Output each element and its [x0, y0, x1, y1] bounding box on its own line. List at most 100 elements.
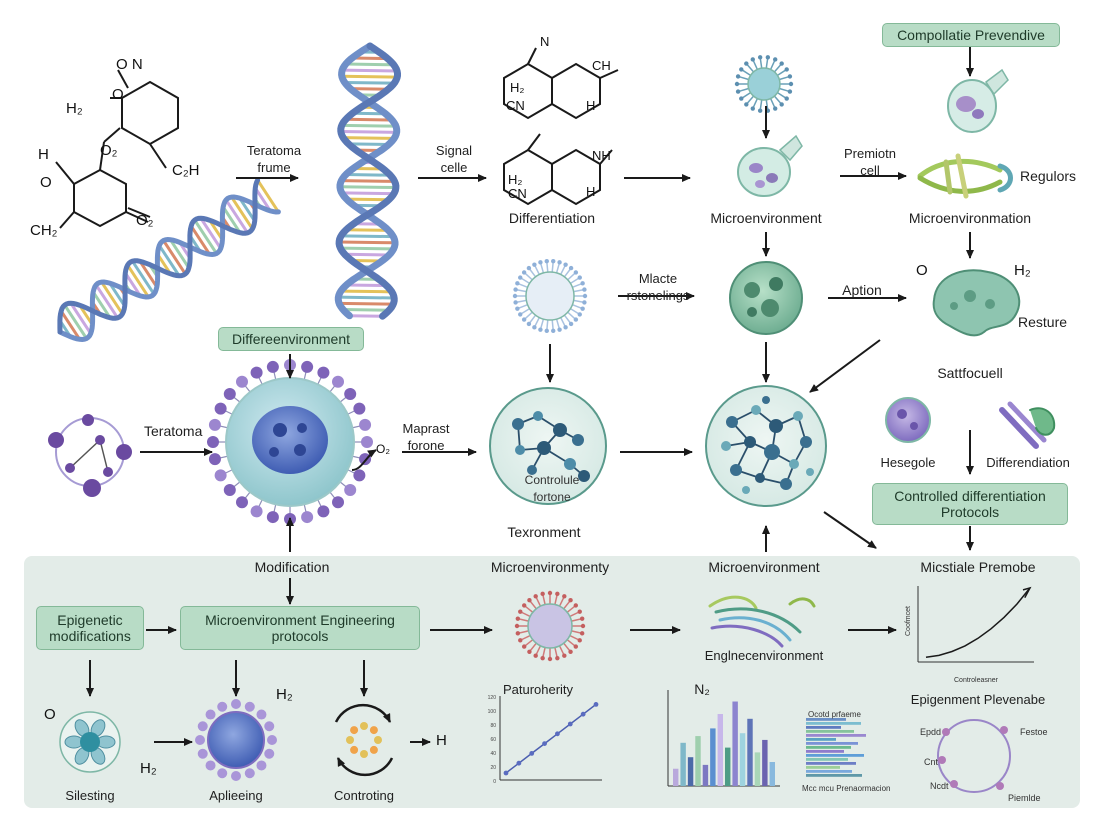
chem-h2-aplieeing: H₂	[276, 686, 293, 703]
ring-node	[996, 782, 1004, 790]
label-hesegole: Hesegole	[880, 455, 936, 470]
spike	[539, 318, 545, 329]
membrane-protein	[235, 375, 248, 388]
chem-o-upper: O	[112, 86, 124, 103]
spike-tip	[784, 96, 789, 101]
node	[721, 441, 731, 451]
lower-panel	[24, 556, 1080, 808]
bar	[769, 762, 775, 786]
node	[512, 418, 524, 430]
spike	[520, 307, 530, 315]
base-pair	[169, 238, 191, 269]
spike-tip	[557, 260, 562, 265]
spike-tip	[573, 644, 579, 649]
chem-nh-2: NH	[592, 148, 611, 163]
spike	[524, 605, 534, 613]
data-point	[503, 770, 509, 776]
curve-arrowhead	[1022, 586, 1032, 599]
spike-tip	[521, 603, 527, 608]
spike-tip	[757, 55, 763, 60]
spike-tip	[518, 275, 523, 280]
membrane-protein	[301, 511, 314, 524]
y-tick-label: 120	[488, 695, 497, 701]
spike-tip	[784, 67, 789, 72]
spike	[529, 600, 537, 610]
membrane-dot	[231, 771, 241, 781]
spike-tip	[577, 312, 582, 317]
spike-tip	[555, 591, 560, 597]
series-curve	[925, 587, 1031, 659]
node	[789, 459, 799, 469]
chem-o-n-top: O N	[116, 56, 143, 73]
ring-node	[942, 728, 950, 736]
bar	[725, 747, 731, 786]
spike	[738, 87, 749, 93]
network-cell-icon	[489, 387, 607, 505]
spike	[570, 307, 580, 315]
label-microenvironment-low: Microenvironment	[708, 559, 820, 575]
spike-tip	[513, 287, 518, 292]
label-engineenvironment: Englnecenvironment	[704, 648, 824, 663]
bar	[717, 714, 723, 786]
spike-tip	[744, 102, 749, 107]
base-pair	[344, 252, 390, 257]
spike	[777, 69, 787, 76]
membrane-dot	[197, 748, 208, 759]
base-pair	[230, 196, 254, 230]
cell-icon	[737, 134, 803, 197]
spike	[518, 283, 528, 289]
dna-helix-icon	[334, 42, 401, 320]
label-epigenment: Epigenment Plevenabe	[910, 692, 1046, 707]
spike	[570, 277, 580, 285]
dot	[369, 745, 378, 754]
spike	[571, 618, 582, 622]
spike	[518, 630, 529, 634]
ring-label-0: Epdd	[920, 727, 942, 737]
membrane-dot	[264, 721, 275, 732]
atom	[95, 435, 105, 445]
spike-tip	[515, 306, 520, 311]
base-pair	[346, 197, 389, 202]
network-cell-icon	[705, 385, 827, 507]
hbar	[806, 722, 861, 725]
base-pair	[341, 123, 396, 128]
spike	[563, 314, 572, 324]
label-n2: N₂	[694, 681, 710, 697]
spike	[769, 60, 776, 70]
membrane-protein	[332, 375, 345, 388]
node	[769, 419, 783, 433]
base-pair	[345, 62, 394, 67]
membrane-dot	[231, 699, 241, 709]
cell-icon	[207, 359, 373, 525]
membrane-protein	[250, 505, 263, 518]
bar	[687, 757, 694, 786]
box-epigenetic: Epigenetic modifications	[36, 606, 144, 650]
base-pair	[100, 281, 124, 315]
spike-tip	[521, 644, 527, 649]
nucleolus	[273, 423, 287, 437]
data-point	[593, 702, 599, 707]
chem-o-resture: O	[916, 262, 928, 279]
membrane-dot	[197, 721, 208, 732]
hbar	[806, 738, 836, 741]
curve-ylabel: Coofmcet	[905, 606, 912, 636]
cell-icon	[195, 699, 277, 781]
nucleolus	[297, 423, 307, 433]
hbar	[806, 718, 846, 721]
spike-tip	[544, 258, 549, 264]
spike-tip	[773, 106, 778, 111]
base-pair	[126, 264, 150, 298]
spike	[520, 611, 531, 618]
spike	[572, 303, 582, 309]
spike	[524, 272, 533, 281]
membrane-dot	[264, 748, 275, 759]
dot	[350, 726, 359, 735]
membrane-protein	[208, 418, 221, 431]
cell-icon	[514, 590, 586, 662]
nucleus	[252, 406, 328, 474]
membrane-dot	[267, 735, 277, 745]
spike	[566, 639, 576, 647]
spike-tip	[540, 591, 545, 597]
mini-curve-chart	[917, 586, 1034, 663]
